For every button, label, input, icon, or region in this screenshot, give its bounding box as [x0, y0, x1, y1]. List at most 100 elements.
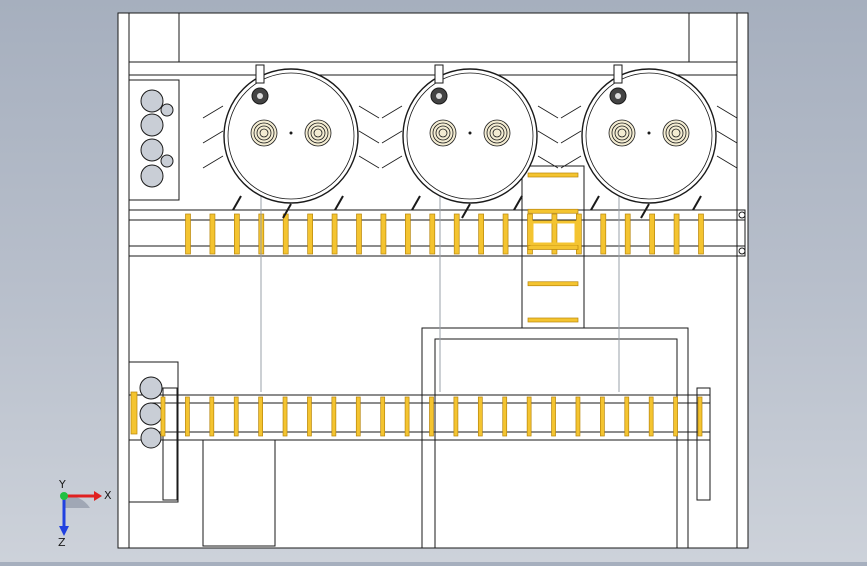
lower-roller: [233, 396, 239, 437]
tank-valve: [513, 195, 523, 211]
tank-center-mark: [289, 131, 293, 135]
ladder-rung: [527, 208, 579, 214]
ball-stack: [139, 89, 174, 449]
lower-roller: [673, 396, 678, 437]
upper-roller: [698, 213, 704, 255]
left-ball-panel-2: [128, 361, 179, 503]
tank-strut: [202, 155, 224, 169]
tank-hanger-hub: [436, 93, 442, 99]
tank-shell: [223, 68, 359, 204]
tank-hanger-hub: [257, 93, 263, 99]
ball-5: [160, 103, 174, 117]
tank-inner-shell: [406, 72, 534, 200]
tank-strut: [202, 130, 224, 144]
tank-hanger: [613, 64, 623, 84]
lower-roller: [307, 396, 312, 437]
tank-strut: [537, 130, 559, 144]
ladder-rung: [527, 172, 579, 178]
lower-roller: [185, 396, 190, 437]
upper-roller: [234, 213, 240, 255]
upper-roller: [429, 213, 436, 255]
upper-roller: [405, 213, 411, 255]
tank-hanger-hub: [615, 93, 621, 99]
lower-roller: [331, 396, 337, 437]
left-ball-panel: [128, 79, 180, 201]
upper-roller: [453, 213, 460, 255]
upper-roller: [331, 213, 338, 255]
tank-rosette: [617, 128, 627, 138]
lower-roller: [355, 396, 361, 437]
x-axis-arrow: [94, 491, 102, 501]
tank-shell: [402, 68, 538, 204]
bolt-hole-2: [738, 247, 746, 255]
lower-roller: [429, 396, 434, 437]
tank-strut: [358, 105, 380, 119]
tank-strut: [716, 155, 738, 169]
tank-shell: [581, 68, 717, 204]
left-support: [162, 387, 178, 501]
upper-roller: [551, 213, 558, 255]
upper-roller: [356, 213, 362, 255]
tank-strut: [381, 155, 403, 169]
tank-inner-shell: [585, 72, 713, 200]
upper-roller: [282, 213, 289, 255]
lower-roller: [697, 396, 703, 437]
tank-strut: [202, 105, 224, 119]
tank-strut: [537, 105, 559, 119]
tank-valve: [232, 195, 242, 211]
upper-roller: [307, 213, 313, 255]
tank-strut: [716, 130, 738, 144]
tank-valve: [692, 195, 702, 211]
ladder-rung: [527, 281, 579, 287]
triad-shading: [64, 495, 90, 508]
lower-roller: [258, 396, 263, 437]
ball-6: [160, 154, 174, 168]
tank-1: [202, 64, 380, 392]
z-axis-arrow: [59, 526, 69, 536]
tank-strut: [537, 155, 559, 169]
tank-inner-shell: [227, 72, 355, 200]
upper-roller: [624, 213, 631, 255]
ball-2: [140, 113, 164, 137]
tank-strut: [381, 105, 403, 119]
lower-roller: [209, 396, 215, 437]
ladder-rung: [527, 317, 579, 323]
y-axis-label: Y: [58, 480, 66, 491]
lower-roller: [380, 396, 386, 437]
lower-roller: [551, 396, 556, 437]
ladder-rung: [527, 245, 579, 250]
tank-center-mark: [468, 131, 472, 135]
z-axis-label: Z: [58, 536, 66, 549]
tank-hanger: [255, 64, 265, 84]
tank-rosette: [671, 128, 681, 138]
upper-roller: [502, 213, 509, 255]
tank-3: [560, 64, 738, 392]
tank-valve: [640, 203, 650, 219]
tank-row: [202, 64, 738, 392]
upper-roller: [209, 213, 216, 255]
tank-valve: [282, 203, 292, 219]
ball-3: [140, 138, 164, 162]
tank-rosette: [259, 128, 269, 138]
tank-valve: [334, 195, 344, 211]
lower-roller: [160, 396, 166, 437]
upper-conveyor-frame: [128, 209, 746, 257]
lower-roller: [648, 396, 654, 437]
upper-roller: [600, 213, 607, 255]
lower-roller: [575, 396, 581, 437]
lower-roller: [600, 396, 605, 437]
ball-8: [139, 402, 163, 426]
center-tank-inner: [434, 338, 678, 549]
tank-valve: [411, 195, 421, 211]
ball-4: [140, 164, 164, 188]
upper-roller: [380, 213, 387, 255]
x-axis-label: X: [104, 489, 112, 502]
tank-rosette: [492, 128, 502, 138]
upper-roller: [673, 213, 680, 255]
tank-2: [381, 64, 559, 392]
tank-hanger: [434, 64, 444, 84]
y-axis-dot: [60, 492, 68, 500]
tank-strut: [358, 130, 380, 144]
